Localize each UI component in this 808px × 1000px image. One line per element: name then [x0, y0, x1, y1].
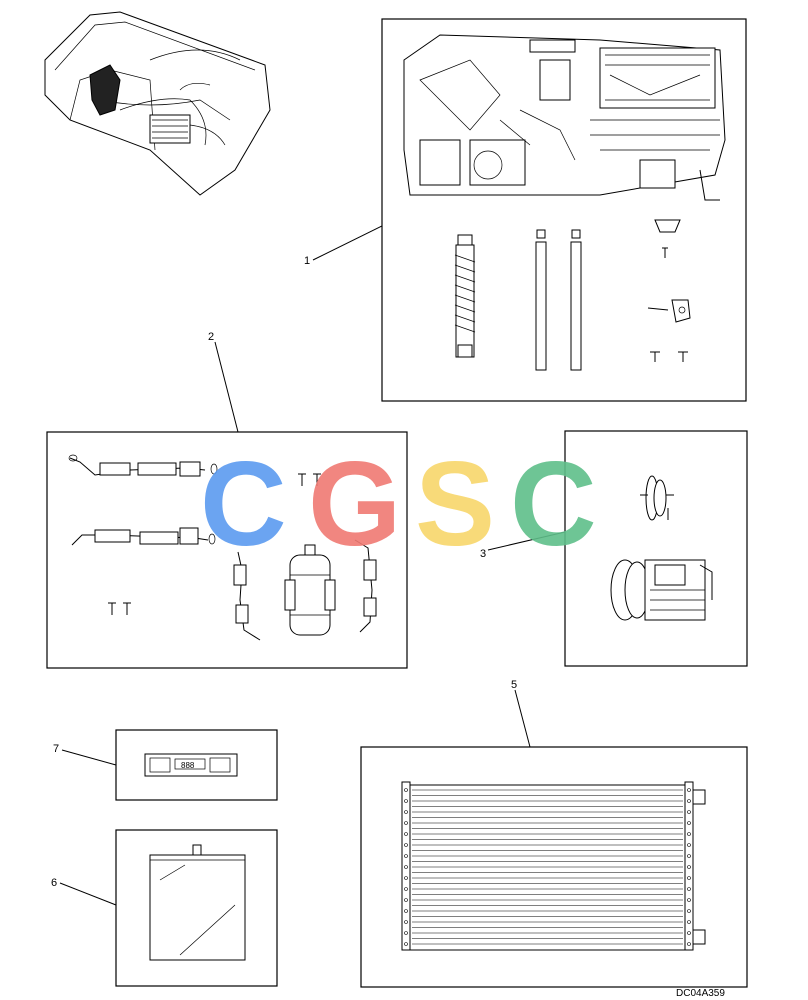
callout-6: 6: [51, 877, 57, 889]
condenser-bracket-hole: [404, 788, 408, 792]
condenser-bracket-hole: [404, 942, 408, 946]
condenser-bracket-hole: [687, 854, 691, 858]
condenser-bracket-hole: [687, 843, 691, 847]
callout-1: 1: [304, 255, 310, 267]
condenser-bracket-hole: [687, 799, 691, 803]
condenser-bracket-hole: [404, 931, 408, 935]
condenser-bracket-hole: [687, 821, 691, 825]
callout-2: 2: [208, 331, 214, 343]
machine-overview-illustration: [44, 11, 271, 196]
condenser-bracket-hole: [687, 887, 691, 891]
callout-5: 5: [511, 679, 517, 691]
callout-3: 3: [480, 548, 486, 560]
condenser-bracket-hole: [404, 832, 408, 836]
condenser-bracket-hole: [404, 876, 408, 880]
condenser-bracket-hole: [404, 887, 408, 891]
condenser-bracket-hole: [687, 898, 691, 902]
part-group-7-control-panel: 888: [115, 729, 278, 801]
part-group-1-hvac-unit: [381, 18, 747, 402]
condenser-bracket-hole: [404, 909, 408, 913]
condenser-bracket-hole: [687, 942, 691, 946]
callout-7: 7: [53, 743, 59, 755]
condenser-bracket-hole: [687, 931, 691, 935]
condenser-bracket-hole: [687, 788, 691, 792]
condenser-bracket-hole: [687, 865, 691, 869]
watermark-letter-g: G: [308, 437, 401, 571]
watermark-letter-c1: C: [200, 437, 287, 571]
condenser-bracket-hole: [404, 799, 408, 803]
part-group-5-condenser: [360, 746, 748, 988]
condenser-bracket-hole: [404, 920, 408, 924]
part-group-3-compressor: [564, 430, 748, 667]
condenser-fins: [404, 788, 691, 946]
condenser-bracket-hole: [687, 832, 691, 836]
condenser-bracket-hole: [687, 810, 691, 814]
condenser-bracket-hole: [404, 854, 408, 858]
watermark-letter-c2: C: [510, 437, 597, 571]
condenser-bracket-hole: [404, 821, 408, 825]
condenser-bracket-hole: [687, 909, 691, 913]
condenser-bracket-hole: [404, 810, 408, 814]
control-panel-display-readout: 888: [181, 761, 195, 770]
condenser-bracket-hole: [404, 898, 408, 902]
watermark-letter-s: S: [415, 437, 495, 571]
part-group-2-hoses-and-receiver-drier: [46, 431, 408, 669]
condenser-bracket-hole: [687, 920, 691, 924]
drawing-code-label: DC04A359: [676, 988, 725, 999]
condenser-bracket-hole: [404, 843, 408, 847]
watermark-logo: C G S C: [200, 437, 597, 571]
condenser-bracket-hole: [404, 865, 408, 869]
part-group-6-filter: [115, 829, 278, 987]
condenser-bracket-hole: [687, 876, 691, 880]
